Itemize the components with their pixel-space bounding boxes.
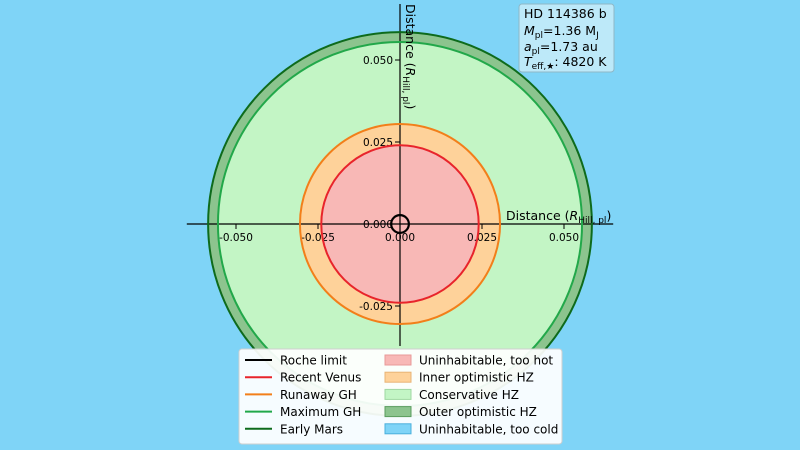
ring-recent-venus	[320, 144, 480, 304]
legend-patch-swatch	[384, 354, 412, 366]
ring-runaway-gh	[298, 122, 502, 326]
x-tick-label: 0.025	[467, 232, 497, 244]
x-axis-label: Distance (RHill, pl)	[506, 208, 611, 226]
legend-patch-label: Outer optimistic HZ	[419, 405, 537, 419]
legend-line-label: Maximum GH	[280, 405, 361, 419]
info-box-frame	[518, 3, 615, 73]
legend-patch-label: Uninhabitable, too hot	[419, 354, 553, 368]
legend-patch-label: Conservative HZ	[419, 388, 519, 402]
x-tick-label: -0.025	[301, 232, 335, 244]
y-tick-label: -0.025	[359, 301, 393, 313]
y-tick-label: 0.025	[363, 137, 393, 149]
legend-patch-swatch	[384, 371, 412, 383]
x-tick-label: 0.050	[549, 232, 579, 244]
legend-patch-swatch	[384, 388, 412, 400]
legend-line-label: Early Mars	[280, 422, 343, 436]
y-axis-label: Distance (RHill, pl)	[400, 4, 418, 109]
y-tick-label: 0.000	[363, 219, 393, 231]
info-planet-name: HD 114386 b	[524, 6, 607, 21]
info-planet-mass: Mpl=1.36 MJ	[524, 23, 599, 41]
legend-patch-label: Uninhabitable, too cold	[419, 422, 558, 436]
legend-line-label: Runaway GH	[280, 388, 357, 402]
x-tick-label: 0.000	[385, 232, 415, 244]
info-effective-temperature: Teff,★: 4820 K	[524, 54, 607, 72]
legend-line-label: Recent Venus	[280, 371, 361, 385]
legend-line-label: Roche limit	[280, 354, 347, 368]
ring-roche-limit	[390, 214, 410, 234]
info-semi-major-axis: apl=1.73 au	[524, 39, 598, 57]
x-tick-label: -0.050	[219, 232, 253, 244]
legend-patch-swatch	[384, 423, 412, 435]
legend-patch-label: Inner optimistic HZ	[419, 371, 534, 385]
info-box: HD 114386 b Mpl=1.36 MJ apl=1.73 au Teff…	[518, 3, 615, 73]
legend-patch-swatch	[384, 406, 412, 418]
y-tick-label: 0.050	[363, 55, 393, 67]
